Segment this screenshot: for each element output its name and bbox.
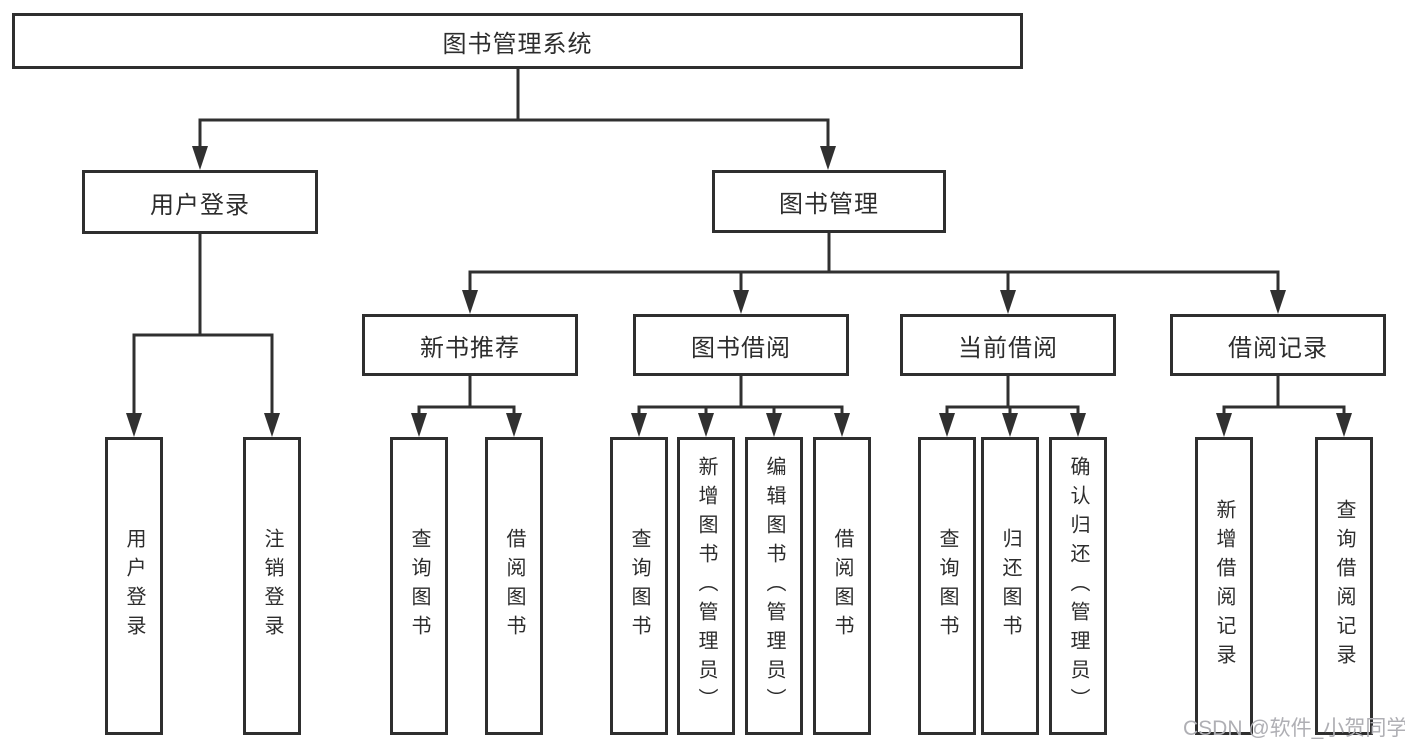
arrowhead: [820, 146, 836, 170]
leaf-query-borrow-record: 查询借阅记录: [1315, 437, 1373, 735]
arrowhead: [766, 413, 782, 437]
arrowhead: [698, 413, 714, 437]
arrowhead: [1336, 413, 1352, 437]
arrowhead: [631, 413, 647, 437]
arrowhead: [939, 413, 955, 437]
arrowhead: [264, 413, 280, 437]
node-current-borrow: 当前借阅: [900, 314, 1116, 376]
node-book-management: 图书管理: [712, 170, 946, 233]
connector-new-book-branch: [417, 376, 516, 415]
leaf-add-books-admin: 新增图书（管理员）: [677, 437, 735, 735]
arrowhead: [733, 290, 749, 314]
node-user-login: 用户登录: [82, 170, 318, 234]
node-new-book-recommend: 新书推荐: [362, 314, 578, 376]
leaf-return-books: 归还图书: [981, 437, 1039, 735]
leaf-logout: 注销登录: [243, 437, 301, 735]
connector-current-borrow-branch: [945, 376, 1080, 415]
arrowhead: [126, 413, 142, 437]
leaf-borrow-books-recommend: 借阅图书: [485, 437, 543, 735]
arrowhead: [192, 146, 208, 170]
connector-borrow-record-branch: [1222, 376, 1346, 415]
leaf-query-books-current: 查询图书: [918, 437, 976, 735]
leaf-query-books-borrow: 查询图书: [610, 437, 668, 735]
arrowhead: [411, 413, 427, 437]
arrowhead: [834, 413, 850, 437]
node-root-system: 图书管理系统: [12, 13, 1023, 69]
connector-root-branch: [198, 118, 830, 148]
leaf-edit-books-admin: 编辑图书（管理员）: [745, 437, 803, 735]
leaf-user-login: 用户登录: [105, 437, 163, 735]
arrowhead: [1002, 413, 1018, 437]
arrowhead: [1070, 413, 1086, 437]
csdn-watermark: CSDN @软件_小贺同学: [1183, 717, 1405, 740]
leaf-borrow-books: 借阅图书: [813, 437, 871, 735]
connector-book-management-branch: [468, 231, 1280, 292]
arrowhead: [1216, 413, 1232, 437]
leaf-add-borrow-record: 新增借阅记录: [1195, 437, 1253, 735]
leaf-query-books-recommend: 查询图书: [390, 437, 448, 735]
node-borrow-record: 借阅记录: [1170, 314, 1386, 376]
node-book-borrow: 图书借阅: [633, 314, 849, 376]
arrowhead: [462, 290, 478, 314]
arrowhead: [1000, 290, 1016, 314]
connector-user-login-branch: [132, 232, 274, 415]
connector-book-borrow-branch: [637, 376, 844, 415]
arrowhead: [506, 413, 522, 437]
arrowhead: [1270, 290, 1286, 314]
leaf-confirm-return-admin: 确认归还（管理员）: [1049, 437, 1107, 735]
